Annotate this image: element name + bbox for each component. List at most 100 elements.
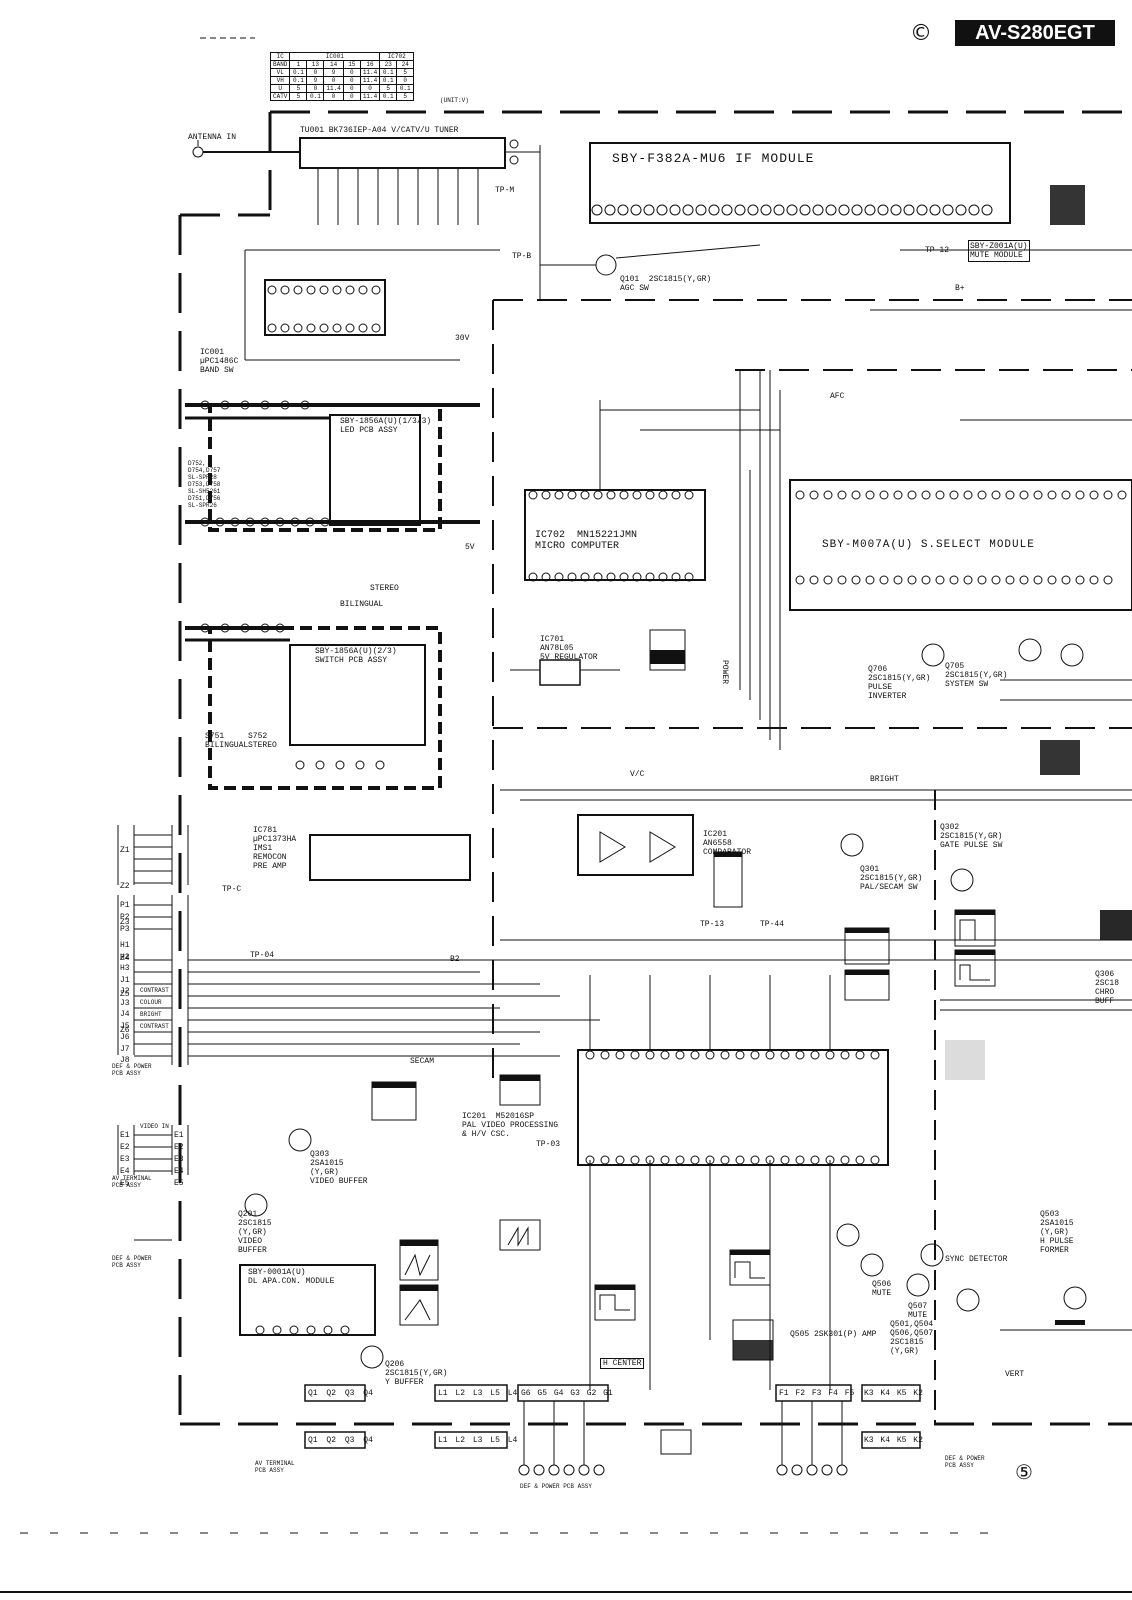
- tp-03-label: TP-03: [536, 1140, 561, 1149]
- ic702-label: IC702 MN15221JMN MICRO COMPUTER: [535, 530, 638, 552]
- q201-label: Q201 2SC1815 (Y,GR) VIDEO BUFFER: [238, 1210, 272, 1255]
- q706-label: Q706 2SC1815(Y,GR) PULSE INVERTER: [868, 665, 931, 701]
- table-row: BAND 1 13 14 15 16 23 24: [269, 60, 415, 69]
- led-pcb-label: SBY-1856A(U)(1/3/3) LED PCB ASSY: [340, 417, 432, 435]
- vc-label: V/C: [630, 770, 645, 779]
- connector-pin: E4: [120, 1167, 130, 1176]
- table-header-row: IC IC001 IC702: [269, 52, 415, 61]
- q-connector-labels-lower: Q1 Q2 Q3 Q4: [308, 1436, 373, 1445]
- table-cell: 0.1: [379, 92, 398, 101]
- table-row: VH 0.1 9 0 0 11.4 0.1 0: [269, 76, 415, 85]
- connector-pin: Q2: [326, 1389, 337, 1398]
- switch-pcb-label: SBY-1856A(U)(2/3) SWITCH PCB ASSY: [315, 647, 397, 665]
- connector-pin: Q3: [344, 1389, 355, 1398]
- connector-pin: K4: [880, 1436, 891, 1445]
- copyright-mark: ©: [910, 21, 932, 46]
- ic201-comparator-label: IC201 AN6558 COMPARATOR: [703, 830, 752, 857]
- q206-label: Q206 2SC1815(Y,GR) Y BUFFER: [385, 1360, 448, 1387]
- q301-label: Q301 2SC1815(Y,GR) PAL/SECAM SW: [860, 865, 923, 892]
- connector-pin: G3: [570, 1389, 580, 1398]
- table-cell: 9: [306, 76, 325, 85]
- contrast-label: CONTRAST: [140, 987, 169, 994]
- connector-pin: Z4: [120, 954, 130, 963]
- table-header: IC702: [379, 52, 415, 61]
- table-cell: BAND: [269, 60, 291, 69]
- tp-44-label: TP-44: [760, 920, 785, 929]
- table-cell: 0: [342, 92, 361, 101]
- q306-label: Q306 2SC18 CHRO BUFF: [1095, 970, 1120, 1006]
- stereo-label: STEREO: [370, 584, 399, 593]
- connector-pin: J4: [120, 1010, 130, 1019]
- connector-pin: E2: [174, 1143, 184, 1152]
- contrast2-label: CONTRAST: [140, 1023, 169, 1030]
- q303-label: Q303 2SA1015 (Y,GR) VIDEO BUFFER: [310, 1150, 368, 1186]
- q501-507-label: Q501,Q504 Q506,Q507 2SC1815 (Y,GR): [890, 1320, 934, 1356]
- tp-04-label: TP-04: [250, 951, 275, 960]
- table-cell: 0.1: [379, 68, 398, 77]
- e-connector-labels-right: E1 E2 E3 E4 E5: [174, 1130, 184, 1190]
- table-cell: VL: [269, 68, 291, 77]
- connector-pin: J7: [120, 1044, 130, 1054]
- mute-module-label: SBY-Z001A(U) MUTE MODULE: [968, 240, 1030, 262]
- table-cell: 14: [323, 60, 344, 69]
- def-power-pcb-label: DEF & POWER PCB ASSY: [945, 1455, 985, 1469]
- table-cell: 0: [323, 76, 344, 85]
- j-connector-labels: H1 H2 H3 J1 J2 J3 J4 J5 J6 J7 J8: [120, 940, 130, 1067]
- q506-label: Q506 MUTE: [872, 1280, 892, 1298]
- table-cell: 13: [306, 60, 325, 69]
- afc-label: AFC: [830, 392, 845, 401]
- table-cell: CATV: [269, 92, 291, 101]
- z-connector-labels: Z1 Z2 Z3 Z4 Z5 Z6: [120, 821, 130, 1049]
- table-cell: 9: [323, 68, 344, 77]
- connector-pin: J1: [120, 975, 130, 985]
- tp-c-label: TP-C: [222, 885, 242, 894]
- connector-pin: K2: [913, 1389, 923, 1398]
- q101-label: Q101 2SC1815(Y,GR) AGC SW: [620, 275, 712, 293]
- model-number-badge: AV-S280EGT: [955, 20, 1115, 46]
- connector-pin: H3: [120, 964, 130, 973]
- antenna-label: ANTENNA IN: [188, 133, 237, 142]
- table-cell: 0: [342, 84, 361, 93]
- q-connector-labels: Q1 Q2 Q3 Q4: [308, 1389, 373, 1398]
- connector-pin: K3: [864, 1436, 874, 1445]
- table-cell: 5: [379, 84, 398, 93]
- table-cell: 0.1: [379, 76, 398, 85]
- table-cell: 11.4: [359, 92, 381, 101]
- bilingual-label: BILINGUAL: [340, 600, 384, 609]
- connector-pin: K4: [880, 1389, 891, 1398]
- connector-pin: H1: [120, 941, 130, 950]
- table-cell: VH: [269, 76, 291, 85]
- table-row: VL 0.1 0 9 0 11.4 0.1 5: [269, 68, 415, 77]
- q507-label: Q507 MUTE: [908, 1302, 928, 1320]
- connector-pin: Q1: [308, 1389, 318, 1398]
- table-cell: 5: [289, 92, 308, 101]
- video-in-label: VIDEO IN: [140, 1123, 169, 1130]
- l-connector-labels-lower: L1 L2 L3 L5 L4: [438, 1436, 517, 1445]
- h-center-label: H CENTER: [600, 1358, 645, 1369]
- connector-pin: G4: [553, 1389, 564, 1398]
- connector-pin: J2: [120, 987, 130, 996]
- table-unit-note: (UNIT:V): [440, 97, 469, 104]
- connector-pin: J3: [120, 998, 130, 1008]
- connector-pin: G1: [603, 1389, 613, 1398]
- table-cell: 11.4: [359, 68, 381, 77]
- connector-pin: K2: [913, 1436, 923, 1445]
- v30-label: 30V: [455, 334, 470, 343]
- dl-module-label: SBY-0001A(U) DL APA.CON. MODULE: [248, 1268, 335, 1286]
- connector-pin: Z2: [120, 882, 130, 891]
- connector-pin: L2: [455, 1436, 466, 1445]
- connector-pin: K5: [896, 1436, 907, 1445]
- connector-pin: E3: [174, 1155, 184, 1164]
- table-cell: 5: [396, 68, 415, 77]
- k-connector-labels-lower: K3 K4 K5 K2: [864, 1436, 923, 1445]
- table-cell: 0.1: [396, 84, 415, 93]
- table-cell: 0: [396, 76, 415, 85]
- connector-pin: P1: [120, 901, 130, 910]
- connector-pin: L5: [490, 1389, 500, 1398]
- bright2-label: BRIGHT: [140, 1011, 162, 1018]
- table-cell: 1: [289, 60, 308, 69]
- connector-pin: P3: [120, 925, 130, 934]
- connector-pin: E1: [174, 1131, 184, 1140]
- tp-13-label: TP-13: [700, 920, 725, 929]
- connector-pin: K3: [864, 1389, 874, 1398]
